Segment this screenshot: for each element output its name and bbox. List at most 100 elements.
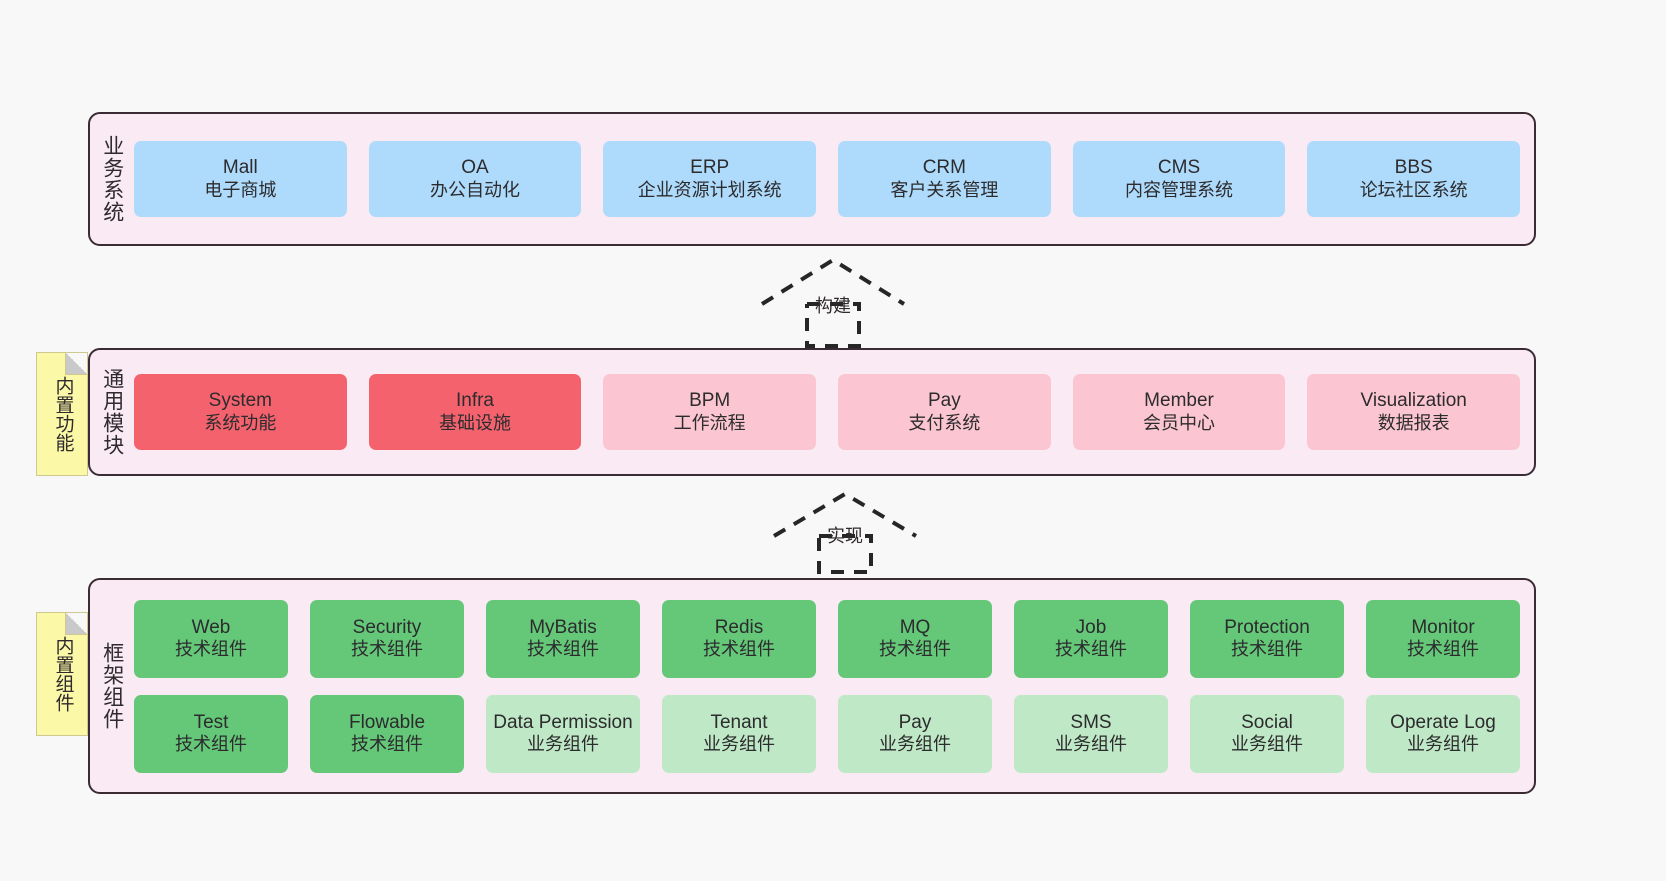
- node-subtitle: 办公自动化: [430, 179, 520, 200]
- node-subtitle: 技术组件: [703, 639, 775, 660]
- node-bpm[interactable]: BPM 工作流程: [603, 374, 817, 450]
- node-infra[interactable]: Infra 基础设施: [368, 374, 582, 450]
- node-oa[interactable]: OA 办公自动化: [368, 141, 582, 217]
- node-title: Security: [352, 616, 422, 638]
- node-system[interactable]: System 系统功能: [134, 374, 347, 450]
- connector-build-label: 构建: [815, 296, 851, 316]
- node-security[interactable]: Security 技术组件: [310, 599, 464, 678]
- node-operate-log[interactable]: Operate Log 业务组件: [1366, 694, 1520, 773]
- node-test[interactable]: Test 技术组件: [134, 694, 288, 773]
- layer-body-business: Mall 电子商城 OA 办公自动化 ERP 企业资源计划系统 CRM 客户关系…: [134, 114, 1534, 244]
- node-crm[interactable]: CRM 客户关系管理: [838, 141, 1051, 217]
- layer-framework-components: 框架组件 Web 技术组件 Security 技术组件 MyBatis 技术组件…: [88, 578, 1536, 794]
- node-title: Social: [1241, 711, 1293, 733]
- node-web[interactable]: Web 技术组件: [134, 599, 288, 678]
- node-title: CMS: [1157, 157, 1201, 179]
- node-protection[interactable]: Protection 技术组件: [1190, 599, 1344, 678]
- node-subtitle: 技术组件: [175, 734, 247, 755]
- dashed-generalization-arrow-icon: [772, 491, 918, 574]
- node-title: Monitor: [1411, 616, 1475, 638]
- node-subtitle: 业务组件: [527, 734, 599, 755]
- node-subtitle: 系统功能: [204, 412, 277, 433]
- node-title: Infra: [455, 390, 495, 412]
- note-label: 内置组件: [52, 636, 74, 712]
- layer-body-framework: Web 技术组件 Security 技术组件 MyBatis 技术组件 Redi…: [134, 580, 1534, 792]
- note-builtin-components: 内置组件: [36, 612, 88, 736]
- node-subtitle: 技术组件: [1231, 639, 1303, 660]
- note-builtin-features: 内置功能: [36, 352, 88, 476]
- node-pay-component[interactable]: Pay 业务组件: [838, 694, 992, 773]
- dashed-generalization-arrow-icon: [760, 257, 906, 348]
- node-subtitle: 技术组件: [527, 639, 599, 660]
- node-job[interactable]: Job 技术组件: [1014, 599, 1168, 678]
- node-title: Member: [1144, 390, 1214, 412]
- node-title: BPM: [689, 390, 731, 412]
- layer-business-systems: 业务系统 Mall 电子商城 OA 办公自动化 ERP 企业资源计划系统 CRM…: [88, 112, 1536, 246]
- node-visualization[interactable]: Visualization 数据报表: [1307, 374, 1521, 450]
- framework-node-row-2: Test 技术组件 Flowable 技术组件 Data Permission …: [134, 694, 1520, 773]
- layer-title-common: 通用模块: [100, 368, 124, 456]
- node-subtitle: 技术组件: [175, 639, 247, 660]
- connector-implement: 实现: [772, 491, 918, 574]
- layer-title-business: 业务系统: [100, 135, 124, 223]
- node-bbs[interactable]: BBS 论坛社区系统: [1307, 141, 1521, 217]
- node-subtitle: 业务组件: [1407, 734, 1479, 755]
- node-subtitle: 支付系统: [908, 412, 981, 433]
- node-tenant[interactable]: Tenant 业务组件: [662, 694, 816, 773]
- node-subtitle: 业务组件: [703, 734, 775, 755]
- node-flowable[interactable]: Flowable 技术组件: [310, 694, 464, 773]
- node-cms[interactable]: CMS 内容管理系统: [1072, 141, 1286, 217]
- layer-title-framework: 框架组件: [100, 642, 124, 730]
- node-title: SMS: [1070, 711, 1112, 733]
- node-subtitle: 企业资源计划系统: [637, 179, 782, 200]
- node-social[interactable]: Social 业务组件: [1190, 694, 1344, 773]
- node-title: Web: [191, 616, 231, 638]
- node-title: Pay: [898, 711, 932, 733]
- node-title: OA: [461, 157, 489, 179]
- layer-body-common: System 系统功能 Infra 基础设施 BPM 工作流程 Pay 支付系统…: [134, 350, 1534, 474]
- node-title: ERP: [690, 157, 730, 179]
- node-title: CRM: [922, 157, 966, 179]
- node-pay-module[interactable]: Pay 支付系统: [838, 374, 1051, 450]
- node-subtitle: 基础设施: [439, 412, 511, 433]
- connector-build: 构建: [760, 257, 906, 348]
- common-node-row: System 系统功能 Infra 基础设施 BPM 工作流程 Pay 支付系统…: [134, 374, 1521, 450]
- node-subtitle: 业务组件: [1231, 734, 1303, 755]
- note-label: 内置功能: [52, 376, 74, 452]
- node-erp[interactable]: ERP 企业资源计划系统: [603, 141, 817, 217]
- node-monitor[interactable]: Monitor 技术组件: [1366, 599, 1520, 678]
- node-subtitle: 技术组件: [1407, 639, 1479, 660]
- node-subtitle: 业务组件: [879, 734, 951, 755]
- node-title: Redis: [714, 616, 764, 638]
- node-title: MyBatis: [529, 616, 597, 638]
- node-title: Protection: [1224, 616, 1310, 638]
- node-title: Mall: [222, 157, 258, 179]
- node-title: Flowable: [348, 711, 426, 733]
- node-title: MQ: [899, 616, 931, 638]
- node-subtitle: 技术组件: [1055, 639, 1127, 660]
- node-subtitle: 客户关系管理: [890, 179, 999, 200]
- node-subtitle: 电子商城: [204, 179, 277, 200]
- connector-implement-label: 实现: [827, 526, 863, 546]
- node-subtitle: 论坛社区系统: [1359, 179, 1468, 200]
- node-title: Operate Log: [1390, 711, 1496, 733]
- node-sms[interactable]: SMS 业务组件: [1014, 694, 1168, 773]
- node-subtitle: 内容管理系统: [1125, 179, 1234, 200]
- node-data-permission[interactable]: Data Permission 业务组件: [486, 694, 640, 773]
- node-subtitle: 会员中心: [1143, 412, 1216, 433]
- node-mall[interactable]: Mall 电子商城: [134, 141, 347, 217]
- node-title: BBS: [1394, 157, 1433, 179]
- node-subtitle: 工作流程: [673, 412, 746, 433]
- node-title: Pay: [927, 390, 961, 412]
- node-title: Job: [1075, 616, 1107, 638]
- node-subtitle: 技术组件: [351, 639, 423, 660]
- node-member[interactable]: Member 会员中心: [1072, 374, 1286, 450]
- node-title: Data Permission: [493, 711, 633, 733]
- node-mq[interactable]: MQ 技术组件: [838, 599, 992, 678]
- node-mybatis[interactable]: MyBatis 技术组件: [486, 599, 640, 678]
- node-redis[interactable]: Redis 技术组件: [662, 599, 816, 678]
- node-title: Test: [193, 711, 229, 733]
- node-subtitle: 技术组件: [879, 639, 951, 660]
- node-subtitle: 数据报表: [1377, 412, 1450, 433]
